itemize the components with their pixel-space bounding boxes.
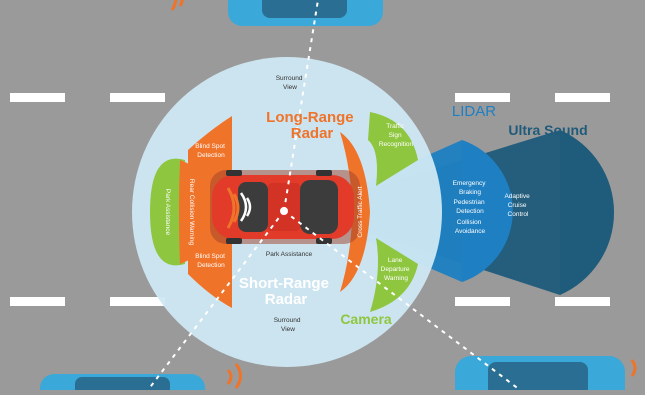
collision-avoidance-label: Collision Avoidance — [455, 219, 486, 235]
long-range-radar-title: Long-Range Radar — [266, 109, 358, 142]
cross-traffic-label: Cross Traffic Alert — [357, 186, 364, 237]
camera-title: Camera — [340, 311, 392, 327]
main-car — [210, 170, 360, 244]
lane-dash — [110, 93, 165, 102]
blind-spot-bottom-label: Blind Spot Detection — [195, 253, 226, 269]
park-assistance-side-label: Park Assistance — [164, 189, 171, 236]
lane-departure-label: Lane Departure Warning — [381, 257, 412, 282]
short-range-radar-title: Short-Range Radar — [239, 275, 333, 308]
radio-waves-icon — [239, 192, 252, 222]
sight-lines — [147, 0, 521, 391]
ultrasound-cap — [560, 130, 615, 295]
park-assistance-bottom-label: Park Assistance — [266, 251, 313, 258]
lidar-cap — [462, 140, 513, 282]
radio-waves-icon — [226, 187, 240, 229]
lane-dash — [10, 297, 65, 306]
blind-spot-top-label: Blind Spot Detection — [195, 143, 226, 159]
lane-markings — [10, 93, 610, 306]
camera-rear-zone — [150, 158, 185, 266]
lane-dash — [455, 93, 510, 102]
lane-dash — [10, 93, 65, 102]
radar-rear-strip — [179, 160, 194, 264]
ultra-sound-title: Ultra Sound — [508, 122, 587, 138]
emergency-braking-label: Emergency Braking — [453, 180, 488, 196]
rear-collision-label: Rear Collision Warning — [188, 179, 195, 246]
lane-dash — [110, 297, 165, 306]
lane-dash — [455, 297, 510, 306]
traffic-sign-label: Traffic Sign Recognition — [379, 123, 414, 148]
surround-view-bottom-label: Surround View — [274, 317, 303, 333]
camera-traffic-sign-zone — [368, 112, 418, 186]
lane-dash — [555, 297, 610, 306]
car-bottom-right — [455, 356, 637, 395]
lidar-title: LIDAR — [452, 103, 496, 120]
pedestrian-detection-label: Pedestrian Detection — [454, 199, 487, 215]
car-top — [170, 0, 383, 26]
camera-lane-departure-zone — [370, 238, 418, 312]
lane-dash — [555, 93, 610, 102]
surround-view-top-label: Surround View — [276, 75, 305, 91]
adaptive-cruise-label: Adaptive Cruise Control — [504, 193, 531, 218]
